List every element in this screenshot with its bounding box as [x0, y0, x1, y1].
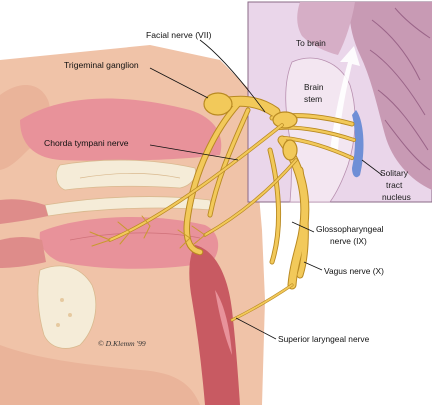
label-to-brain: To brain [296, 38, 326, 48]
artist-credit: © D.Klemm '99 [98, 339, 146, 348]
brain-inset [247, 1, 432, 203]
label-solitary-2: tract [386, 180, 403, 190]
leader-lines [149, 39, 383, 340]
upper-lip [0, 199, 48, 224]
label-superior-laryngeal: Superior laryngeal nerve [278, 334, 370, 344]
labels: Facial nerve (VII) To brain Trigeminal g… [44, 30, 411, 348]
label-glossopharyngeal-1: Glossopharyngeal [316, 224, 384, 234]
label-vagus: Vagus nerve (X) [324, 266, 384, 276]
cerebellum [349, 2, 432, 190]
epiglottis [215, 290, 232, 355]
to-brain-arrow [330, 46, 360, 150]
lower-lip [0, 237, 46, 268]
nerve-pathways [89, 92, 356, 322]
nasal-conchae [55, 159, 197, 191]
label-solitary-3: nucleus [382, 192, 411, 202]
mandible [37, 265, 97, 349]
label-solitary-1: Solitary [380, 168, 409, 178]
label-facial-nerve: Facial nerve (VII) [146, 30, 212, 40]
pharynx [189, 245, 240, 405]
label-brain-stem-2: stem [304, 94, 322, 104]
label-glossopharyngeal-2: nerve (IX) [330, 236, 367, 246]
label-trigeminal-ganglion: Trigeminal ganglion [64, 60, 139, 70]
nasal-cavity [20, 98, 222, 161]
trigeminal-ganglion-shape [203, 92, 233, 116]
label-chorda-tympani: Chorda tympani nerve [44, 138, 129, 148]
cerebrum [297, 2, 355, 55]
label-brain-stem-1: Brain [304, 82, 324, 92]
tongue [39, 216, 219, 269]
head-illustration [0, 45, 265, 405]
solitary-tract-nucleus [352, 110, 364, 178]
